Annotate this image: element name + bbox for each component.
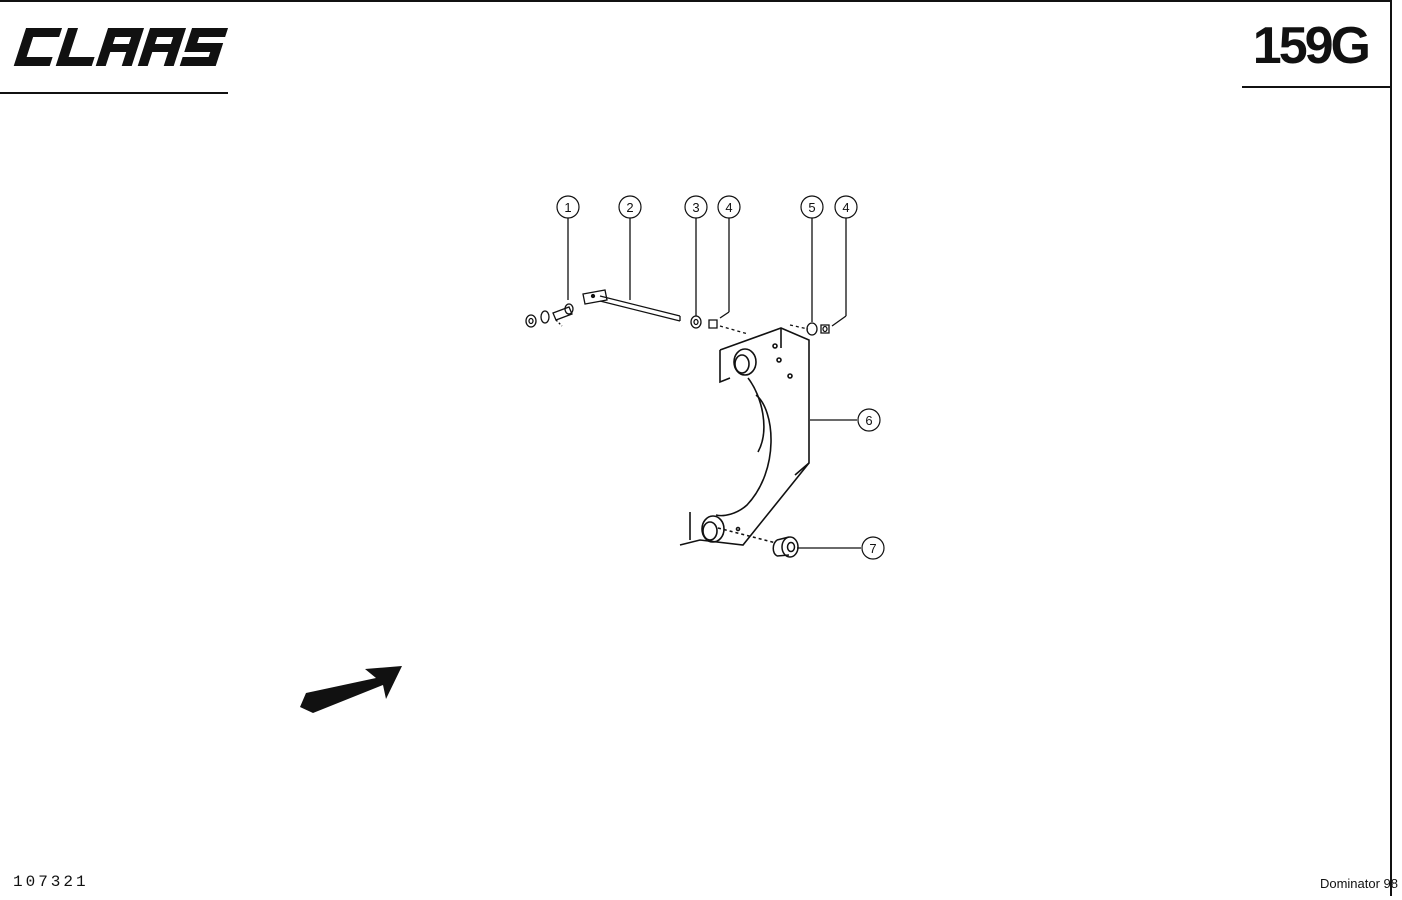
direction-arrow-icon — [300, 666, 402, 713]
page-code: 159G — [1252, 17, 1371, 75]
page-code-underline — [1242, 86, 1392, 88]
callout-label-3: 3 — [692, 200, 699, 215]
callout-label-7: 7 — [869, 541, 876, 556]
washer-nut-right — [789, 322, 830, 336]
tension-rod — [582, 289, 681, 322]
drawing-number: 107321 — [13, 873, 89, 891]
callout-circle-4a — [717, 195, 741, 219]
callout-circle-6 — [857, 408, 881, 432]
washer-nut-left — [690, 315, 749, 335]
callout-circle-1 — [556, 195, 580, 219]
callout-label-4b: 4 — [842, 200, 849, 215]
callout-label-6: 6 — [865, 413, 872, 428]
logo-underline — [0, 92, 228, 94]
callout-label-1: 1 — [564, 200, 571, 215]
callout-circle-3 — [684, 195, 708, 219]
model-name: Dominator 98 — [1319, 876, 1398, 891]
callout-circle-2 — [618, 195, 642, 219]
bracket-plate — [679, 327, 810, 546]
callout-circle-7 — [861, 536, 885, 560]
bolt-assembly — [525, 303, 574, 328]
callout-circle-4b — [834, 195, 858, 219]
callout-circle-5 — [800, 195, 824, 219]
callout-label-5: 5 — [808, 200, 815, 215]
callout-label-2: 2 — [626, 200, 633, 215]
callout-label-4a: 4 — [725, 200, 732, 215]
bushing — [717, 527, 799, 558]
brand-logo — [13, 28, 229, 66]
